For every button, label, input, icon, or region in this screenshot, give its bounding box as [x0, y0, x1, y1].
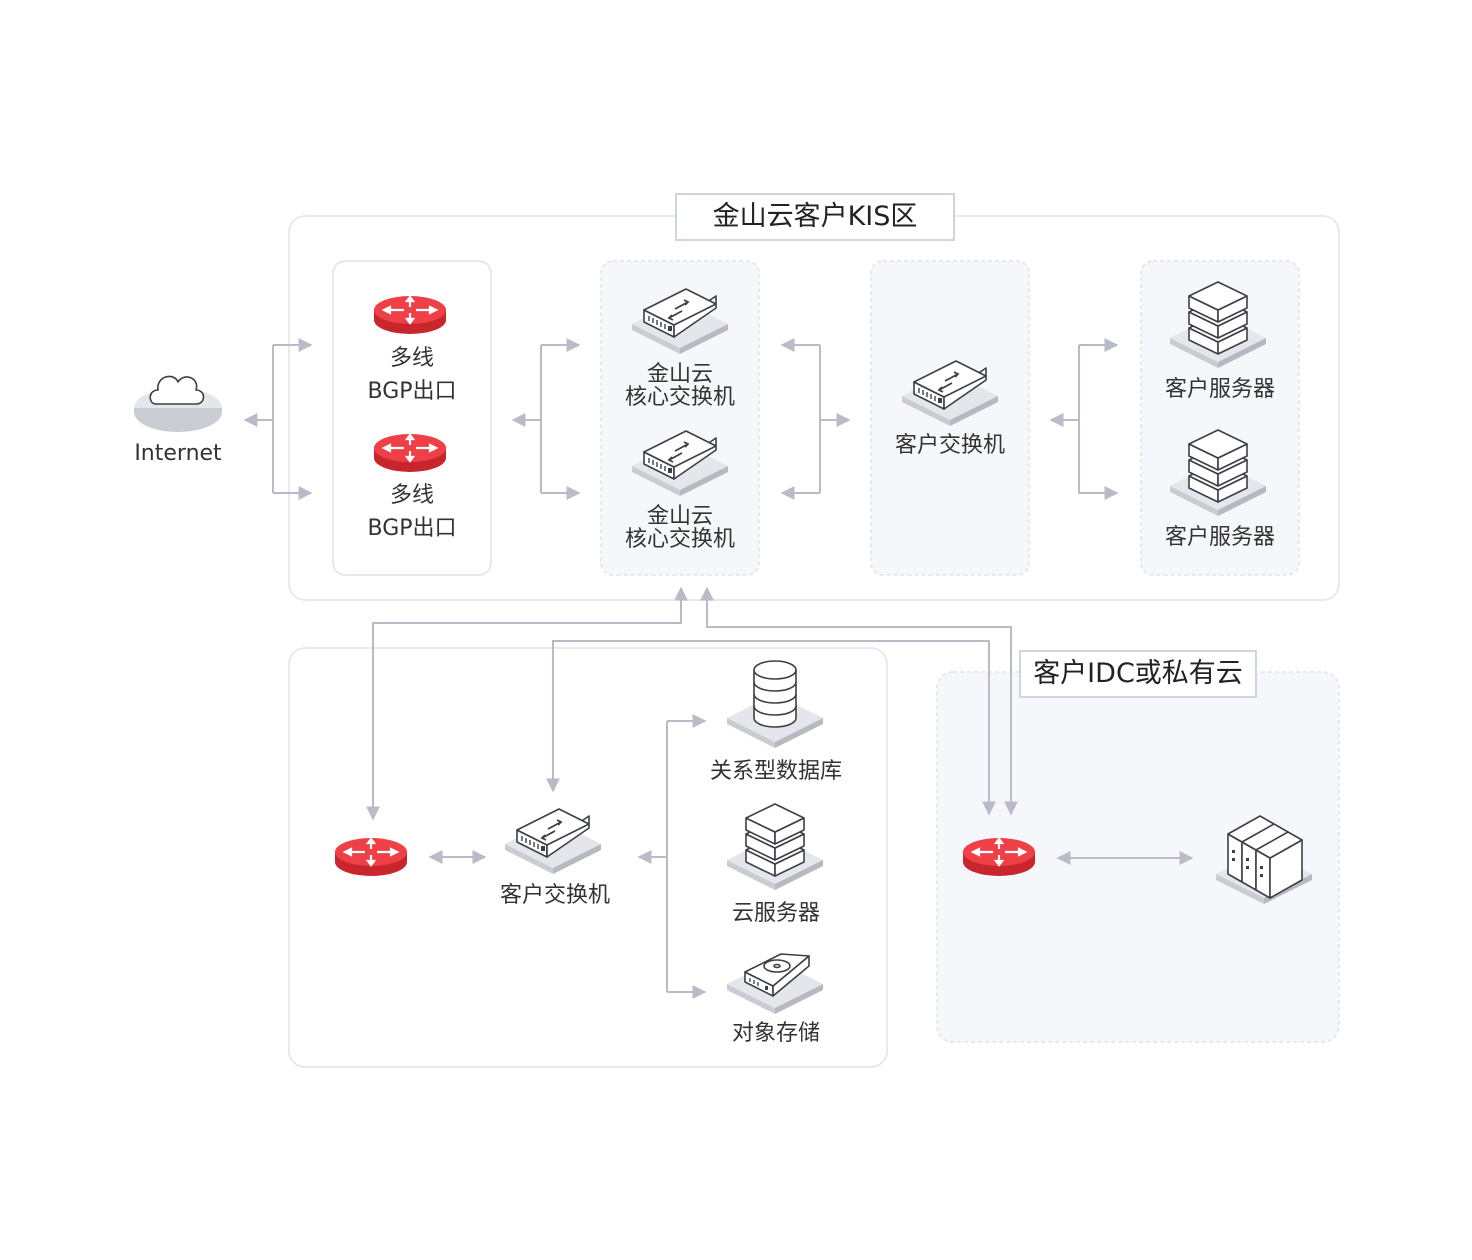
kis-zone-title: 金山云客户KIS区 — [675, 193, 955, 241]
kis-switch-label: 客户交换机 — [894, 433, 1005, 458]
kis-server2-label: 客户服务器 — [1164, 525, 1275, 550]
cloud-switch-label: 客户交换机 — [499, 883, 610, 908]
kis-server1-label: 客户服务器 — [1164, 377, 1275, 402]
core2-label-line1: 金山云 — [646, 504, 713, 529]
core2-label-line2: 核心交换机 — [624, 527, 735, 552]
connectors — [243, 338, 1194, 999]
core-switch-group — [600, 260, 760, 576]
bgp2-label-line2: BGP出口 — [367, 516, 457, 541]
router-icon — [333, 836, 409, 878]
internet-label: Internet — [134, 441, 222, 466]
core1-label-line2: 核心交换机 — [624, 385, 735, 410]
bgp2-label-line1: 多线 — [389, 483, 434, 508]
router-icon — [372, 294, 448, 336]
rdb-label: 关系型数据库 — [709, 759, 842, 784]
core1-label-line1: 金山云 — [646, 362, 713, 387]
object-storage-label: 对象存储 — [731, 1021, 820, 1046]
bgp1-label-line2: BGP出口 — [367, 379, 457, 404]
router-icon — [961, 836, 1037, 878]
bgp1-label-line1: 多线 — [389, 346, 434, 371]
cloud-server-label: 云服务器 — [731, 901, 820, 926]
idc-zone-title: 客户IDC或私有云 — [1019, 650, 1257, 698]
bgp-group — [332, 260, 492, 576]
router-icon — [372, 432, 448, 474]
cloud-icon — [133, 375, 223, 433]
